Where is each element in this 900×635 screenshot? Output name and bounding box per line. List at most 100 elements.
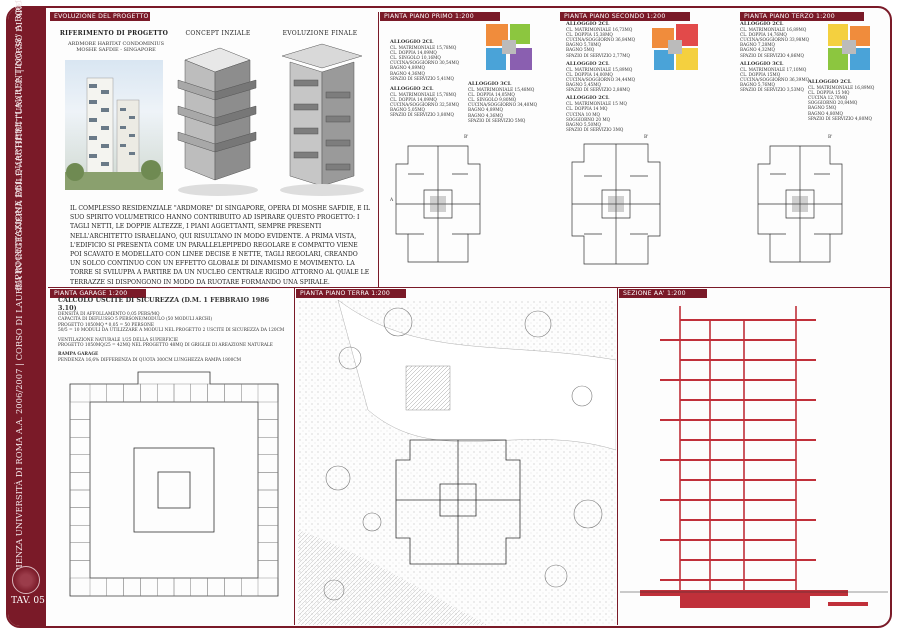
floorplan-secondo bbox=[571, 143, 661, 265]
parking-bay bbox=[69, 542, 91, 561]
legend-row: SPAZIO DI SERVIZIO 4,86MQ bbox=[740, 52, 804, 58]
legend-row: CUCINA 12,70MQ bbox=[808, 95, 848, 101]
legend-row: BAGNO 4,36MQ bbox=[390, 70, 425, 76]
parking-bay bbox=[69, 419, 91, 438]
parking-bay bbox=[257, 489, 279, 508]
calc-line: PENDENZA 16,6% DIFFERENZA DI QUOTA 300CM… bbox=[58, 357, 242, 363]
parking-bay bbox=[140, 577, 158, 597]
title-sidebar bbox=[8, 8, 46, 626]
legend-row: BAGNO 4,32MQ bbox=[740, 47, 775, 53]
concept-massing-drawing bbox=[177, 47, 258, 196]
parking-bay bbox=[257, 436, 279, 455]
legend-title: ALLOGGIO 2CL bbox=[566, 21, 610, 27]
legend-row: CL. MATRIMONIALE 15 MQ bbox=[566, 101, 627, 107]
legend-row: CL. MATRIMONIALE 17,10MQ bbox=[740, 66, 807, 72]
legend-row: CL. DOPPIA 14 MQ bbox=[566, 106, 608, 112]
parking-bay bbox=[123, 577, 141, 597]
legend-row: SPAZIO DI SERVIZIO 2,77MQ bbox=[566, 52, 630, 58]
floorplan-terzo bbox=[757, 145, 843, 263]
legend-row: CUCINA/SOGGIORNO 33,98MQ bbox=[740, 37, 810, 43]
legend-row: CUCINA/SOGGIORNO 36,84MQ bbox=[566, 37, 636, 43]
plan-label-a-primo: A bbox=[390, 198, 394, 203]
legend-row: SOGGIORNO 20,84MQ bbox=[808, 100, 858, 106]
reference-title: RIFERIMENTO DI PROGETTO bbox=[59, 30, 169, 37]
parking-bay bbox=[69, 454, 91, 473]
project-description: IL COMPLESSO RESIDENZIALE "ARDMORE" DI S… bbox=[70, 205, 370, 286]
plan-label-b-terzo: B' bbox=[828, 135, 833, 140]
calc-line: PROGETTO 1050MQ * 0,05 = 50 PERSONE bbox=[58, 322, 155, 328]
keyplan-secondo bbox=[652, 24, 698, 70]
legend-row: CL. MATRIMONIALE 15,78MQ bbox=[390, 91, 457, 97]
parking-bay bbox=[69, 436, 91, 455]
legend-row: CUCINA 10 MQ bbox=[566, 111, 600, 117]
parking-bay bbox=[69, 472, 91, 491]
legend-row: BAGNO 5MQ bbox=[566, 47, 595, 53]
legend-row: BAGNO 5,76MQ bbox=[740, 82, 775, 88]
section-piano-primo: PIANTA PIANO PRIMO 1:200 bbox=[380, 12, 500, 21]
section-aa bbox=[620, 306, 888, 608]
reference-photo bbox=[65, 60, 163, 190]
legend-row: CL. DOPPIA 15 MQ bbox=[808, 90, 850, 96]
parking-bay bbox=[69, 560, 91, 579]
legend-row: CUCINA/SOGGIORNO 32,50MQ bbox=[390, 102, 460, 108]
parking-bay bbox=[257, 401, 279, 420]
parking-bay bbox=[156, 577, 175, 597]
final-title: EVOLUZIONE FINALE bbox=[282, 30, 358, 37]
legend-piano-primo: ALLOGGIO 2CL CL. MATRIMONIALE 15,78MQ CL.… bbox=[390, 39, 468, 118]
legend-row: CL. MATRIMONIALE 15,89MQ bbox=[566, 66, 633, 72]
plan-label-b-primo: B' bbox=[464, 135, 469, 140]
legend-row: BAGNO 5,05MQ bbox=[390, 107, 425, 113]
legend-row: SPAZIO DI SERVIZIO 3,53MQ bbox=[740, 87, 804, 93]
calc-line: DENSITÀ DI AFFOLLAMENTO 0,05 PERS/MQ bbox=[58, 312, 160, 317]
legend-title: ALLOGGIO 2CL bbox=[390, 39, 434, 45]
legend-row: CL. DOPPIA 15,38MQ bbox=[566, 32, 613, 38]
legend-row: CL. MATRIMONIALE 16,89MQ bbox=[740, 27, 807, 33]
calc-title: CALCOLO USCITE DI SICUREZZA (D.M. 1 FEBB… bbox=[58, 296, 270, 312]
parking-bay bbox=[69, 401, 91, 420]
legend-title: ALLOGGIO 3CL bbox=[468, 81, 512, 87]
legend-row: BAGNO 4,89MQ bbox=[390, 65, 425, 71]
keyplan-primo bbox=[486, 24, 532, 70]
parking-bay bbox=[69, 507, 91, 526]
section-garage: PIANTA GARAGE 1:200 bbox=[50, 289, 146, 298]
parking-bay bbox=[89, 383, 107, 403]
legend-row: BAGNO 7,28MQ bbox=[740, 42, 775, 48]
legend-block: ALLOGGIO 2CL CL. MATRIMONIALE 15,78MQ CL.… bbox=[390, 39, 468, 81]
keyplan-terzo bbox=[828, 24, 870, 70]
floorplan-primo bbox=[395, 145, 481, 263]
section-piano-terra: PIANTA PIANO TERRA 1:200 bbox=[296, 289, 406, 298]
legend-row: SPAZIO DI SERVIZIO 3,80MQ bbox=[390, 112, 454, 118]
divider-v1 bbox=[378, 12, 379, 288]
parking-bay bbox=[156, 383, 175, 403]
university-seal-icon bbox=[12, 566, 40, 594]
divider-h bbox=[48, 287, 890, 288]
parking-bay bbox=[190, 577, 208, 597]
legend-row: CL. DOPPIA 14,00MQ bbox=[566, 71, 613, 77]
calc-line: CAPACITÀ DI DEFLUSSO 5 PERSONE/MODULO (5… bbox=[58, 317, 213, 323]
parking-bay bbox=[173, 383, 191, 403]
parking-bay bbox=[207, 577, 225, 597]
legend-row: CL. MATRIMONIALE 16,89MQ bbox=[808, 85, 875, 91]
legend-row: BAGNO 5,50MQ bbox=[566, 121, 601, 127]
legend-row: CUCINA/SOGGIORNO 34,40MQ bbox=[468, 102, 538, 108]
legend-row: CL. SINGOLO 10,16MQ bbox=[390, 55, 441, 61]
legend-title: ALLOGGIO 2CL bbox=[566, 60, 610, 67]
legend-row: BAGNO 5,45MQ bbox=[566, 82, 601, 88]
parking-bay bbox=[224, 383, 242, 403]
legend-row: CUCINA/SOGGIORNO 34,44MQ bbox=[566, 76, 636, 82]
final-massing-drawing bbox=[280, 43, 364, 196]
legend-row: CL. MATRIMONIALE 15,78MQ bbox=[390, 45, 457, 51]
reference-subtitle-2: MOSHE SAFDIE - SINGAPORE bbox=[76, 47, 156, 53]
legend-row: CUCINA/SOGGIORNO 36,39MQ bbox=[740, 76, 810, 82]
parking-bay bbox=[69, 489, 91, 508]
legend-row: BAGNO 4,36MQ bbox=[468, 112, 503, 118]
legend-row: SPAZIO DI SERVIZIO 5MQ bbox=[468, 117, 526, 123]
section-piano-terzo: PIANTA PIANO TERZO 1:200 bbox=[740, 12, 864, 21]
legend-title: ALLOGGIO 3CL bbox=[740, 60, 784, 67]
parking-bay bbox=[257, 524, 279, 543]
